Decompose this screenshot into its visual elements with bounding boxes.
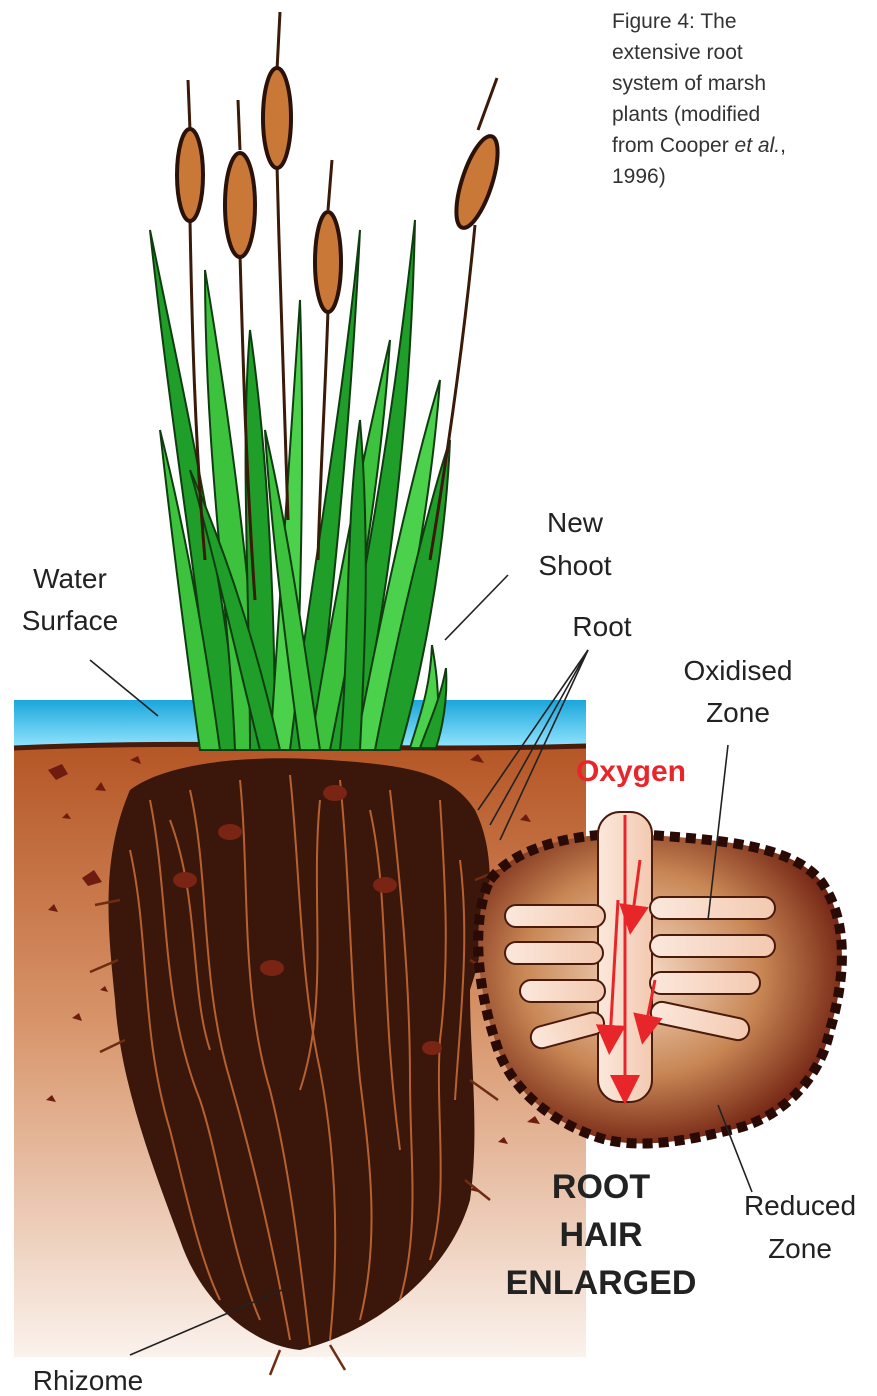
label-oxidised-zone-2: Zone xyxy=(706,697,770,728)
caption-line-1: Figure 4: The xyxy=(612,10,737,33)
label-root-hair-enlarged-2: HAIR xyxy=(559,1216,642,1254)
label-oxygen: Oxygen xyxy=(576,755,686,788)
root-hair-enlarged xyxy=(478,812,842,1143)
caption-line-5-before: from Cooper xyxy=(612,134,735,157)
caption-line-5-after: , xyxy=(780,134,786,157)
label-root-hair-enlarged-3: ENLARGED xyxy=(506,1264,697,1302)
caption-line-3: system of marsh xyxy=(612,72,766,95)
label-water-surface-2: Surface xyxy=(22,605,119,636)
caption-line-6: 1996) xyxy=(612,165,666,188)
label-reduced-zone-1: Reduced xyxy=(744,1190,856,1221)
label-root: Root xyxy=(572,611,631,642)
label-new-shoot-1: New xyxy=(547,507,604,538)
caption-line-5: from Cooper et al., xyxy=(612,134,786,157)
label-reduced-zone-2: Zone xyxy=(768,1233,832,1264)
label-root-hair-enlarged-1: ROOT xyxy=(552,1168,650,1206)
label-water-surface-1: Water xyxy=(33,563,107,594)
caption-line-5-italic: et al. xyxy=(735,134,781,157)
caption-line-4: plants (modified xyxy=(612,103,760,126)
plant-leaves xyxy=(150,220,450,750)
caption-line-2: extensive root xyxy=(612,41,743,64)
figure-caption: Figure 4: The extensive root system of m… xyxy=(612,10,786,188)
label-oxidised-zone-1: Oxidised xyxy=(684,655,793,686)
label-rhizome: Rhizome xyxy=(33,1365,143,1396)
label-new-shoot-2: Shoot xyxy=(538,550,611,581)
